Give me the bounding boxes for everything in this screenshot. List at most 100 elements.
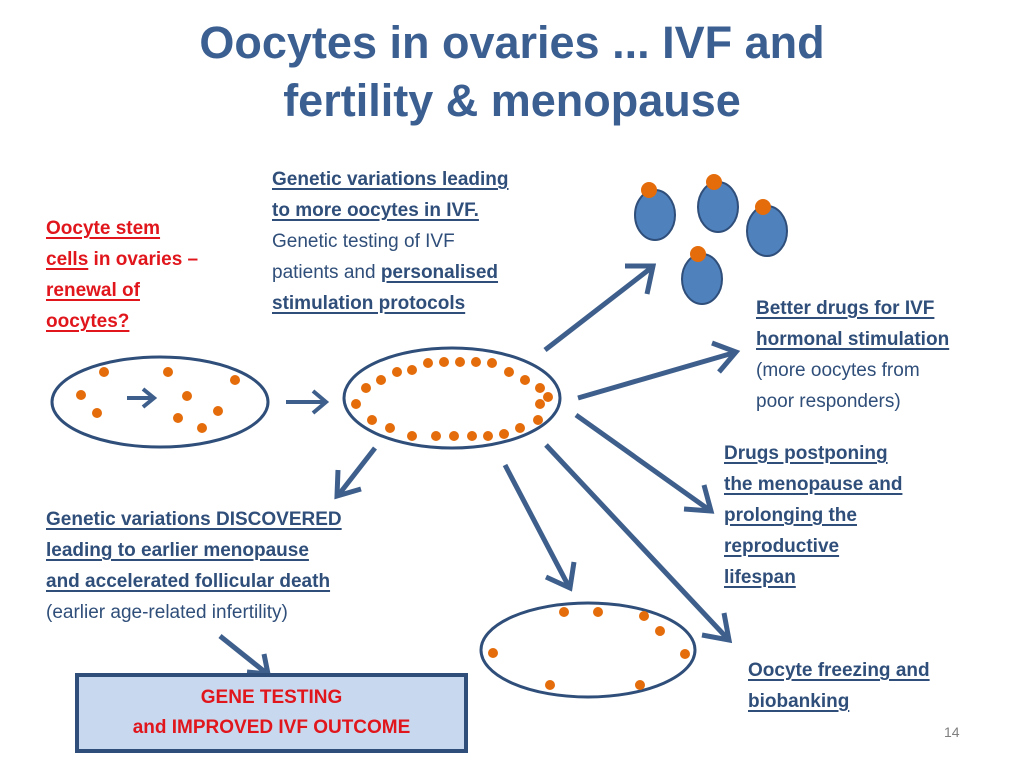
oocyte-dot — [545, 680, 555, 690]
menopause-drugs-line-1: Drugs postponing — [724, 443, 888, 464]
freezing-text: Oocyte freezing and biobanking — [748, 655, 930, 717]
oocyte-dot — [367, 415, 377, 425]
menopause-drugs-line-3: prolonging the — [724, 505, 857, 526]
oocyte-dot — [535, 383, 545, 393]
oocyte-dot — [230, 375, 240, 385]
better-drugs-line-2: hormonal stimulation — [756, 329, 950, 350]
oocyte-dot — [197, 423, 207, 433]
title-line-1: Oocytes in ovaries ... IVF and — [199, 17, 825, 68]
genetic-ivf-line-4a: patients and — [272, 262, 381, 283]
oocyte-dot — [351, 399, 361, 409]
stem-cells-line-1: Oocyte stem — [46, 218, 161, 239]
menopause-drugs-text: Drugs postponing the menopause and prolo… — [724, 438, 902, 593]
oocyte-dot — [543, 392, 553, 402]
oocyte-dot — [515, 423, 525, 433]
arrow-to-discovered — [334, 446, 377, 500]
genetic-ivf-line-1: Genetic variations leading — [272, 169, 509, 190]
oocyte-dot — [407, 431, 417, 441]
oocyte-dot — [182, 391, 192, 401]
stem-cells-line-2: cells in ovaries – — [46, 244, 198, 275]
menopause-drugs-line-4: reproductive — [724, 536, 840, 557]
discovered-line-2: leading to earlier menopause — [46, 540, 309, 561]
oocyte-dot — [467, 431, 477, 441]
stem-cells-line-2b: in ovaries – — [88, 249, 199, 270]
arrow-to-better-drugs — [577, 340, 741, 401]
oocyte-dot — [163, 367, 173, 377]
better-drugs-line-4: poor responders) — [756, 391, 901, 412]
better-drugs-line-1: Better drugs for IVF — [756, 298, 935, 319]
oocyte-dot — [655, 626, 665, 636]
oocyte-dot — [487, 358, 497, 368]
oocyte-dot — [455, 357, 465, 367]
oocyte-dot — [559, 607, 569, 617]
stem-cells-line-3: renewal of — [46, 280, 140, 301]
oocyte-dot — [76, 390, 86, 400]
oocyte-dot — [639, 611, 649, 621]
arrow-to-gene-box — [218, 634, 272, 677]
discovered-text: Genetic variations DISCOVERED leading to… — [46, 504, 342, 628]
discovered-line-3: and accelerated follicular death — [46, 571, 331, 592]
oocyte-dot — [173, 413, 183, 423]
oocyte-dot — [535, 399, 545, 409]
arrow-to-menopause-drugs — [574, 412, 715, 514]
oocyte-cell — [697, 174, 739, 233]
menopause-drugs-line-2: the menopause and — [724, 474, 903, 495]
oocyte-dot — [483, 431, 493, 441]
bottom-ovary-outline — [479, 601, 697, 699]
oocyte-dot — [680, 649, 690, 659]
inner-arrow-head — [141, 387, 158, 409]
better-drugs-line-3: (more oocytes from — [756, 360, 920, 381]
oocyte-dot — [99, 367, 109, 377]
oocyte-dot — [439, 357, 449, 367]
oocyte-dot — [471, 357, 481, 367]
arrow-to-freezing — [544, 443, 733, 644]
arrow-to-bottom-ovary — [502, 463, 577, 592]
title-line-2: fertility & menopause — [283, 75, 741, 126]
gene-box-line-2: and IMPROVED IVF OUTCOME — [132, 717, 411, 738]
oocyte-dot — [361, 383, 371, 393]
oocyte-cell — [746, 199, 788, 257]
oocyte-dot — [533, 415, 543, 425]
genetic-ivf-line-5: stimulation protocols — [272, 293, 466, 314]
oocyte-cell — [634, 182, 676, 241]
menopause-drugs-line-5: lifespan — [724, 567, 796, 588]
freezing-line-1: Oocyte freezing and — [748, 660, 930, 681]
page-number: 14 — [944, 724, 960, 740]
genetic-ivf-line-4: patients and personalised — [272, 257, 509, 288]
oocyte-dot — [392, 367, 402, 377]
oocyte-dot — [385, 423, 395, 433]
genetic-ivf-line-2: to more oocytes in IVF. — [272, 200, 479, 221]
gene-testing-box: GENE TESTING and IMPROVED IVF OUTCOME — [75, 673, 468, 753]
arrow-to-mature-oocytes — [543, 263, 657, 352]
oocyte-dot — [593, 607, 603, 617]
oocyte-dot — [504, 367, 514, 377]
stem-cells-line-2a: cells — [46, 249, 89, 270]
bottom-ovary — [479, 601, 697, 699]
oocyte-dot — [423, 358, 433, 368]
oocyte-dot — [520, 375, 530, 385]
oocyte-dot — [213, 406, 223, 416]
center-ovary — [342, 346, 562, 450]
oocyte-dot — [407, 365, 417, 375]
oocyte-dot — [449, 431, 459, 441]
gene-box-line-1: GENE TESTING — [200, 687, 343, 708]
discovered-line-1: Genetic variations DISCOVERED — [46, 509, 342, 530]
arrow-to-center-ovary — [286, 389, 330, 415]
left-ovary-outline — [50, 355, 270, 449]
stem-cells-text: Oocyte stem cells in ovaries – renewal o… — [46, 213, 198, 337]
genetic-ivf-text: Genetic variations leading to more oocyt… — [272, 164, 509, 319]
oocyte-dot — [499, 429, 509, 439]
oocyte-dot — [376, 375, 386, 385]
oocyte-dot — [635, 680, 645, 690]
center-ovary-outline — [342, 346, 562, 450]
genetic-ivf-line-4b: personalised — [380, 262, 499, 283]
genetic-ivf-line-3: Genetic testing of IVF — [272, 231, 455, 252]
oocyte-dot — [92, 408, 102, 418]
oocyte-dot — [488, 648, 498, 658]
oocyte-dot — [431, 431, 441, 441]
better-drugs-text: Better drugs for IVF hormonal stimulatio… — [756, 293, 949, 417]
mature-oocytes — [634, 174, 788, 305]
discovered-line-4: (earlier age-related infertility) — [46, 602, 288, 623]
freezing-line-2: biobanking — [748, 691, 850, 712]
